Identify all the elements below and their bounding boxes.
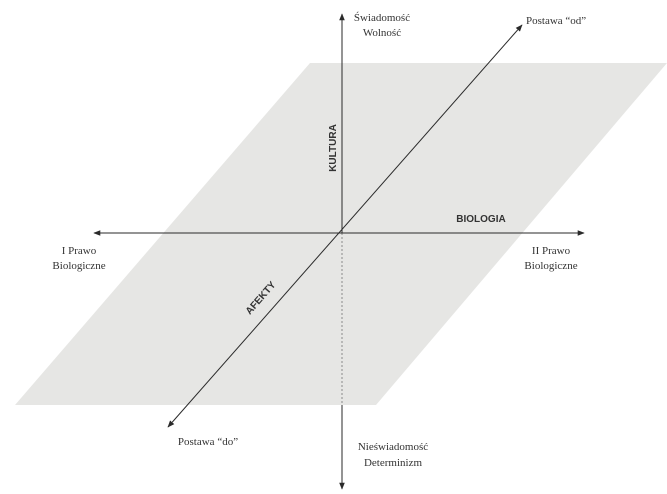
biology-plane bbox=[15, 63, 667, 405]
label-biologiczne-left: Biologiczne bbox=[52, 260, 105, 272]
label-biologiczne-right: Biologiczne bbox=[524, 260, 577, 272]
label-i-prawo: I Prawo bbox=[62, 245, 97, 257]
label-nieswiadomosc: Nieświadomość bbox=[358, 441, 428, 453]
label-postawa-do: Postawa “do” bbox=[178, 436, 238, 448]
label-kultura: KULTURA bbox=[328, 124, 339, 172]
label-postawa-od: Postawa “od” bbox=[526, 15, 586, 27]
label-wolnosc: Wolność bbox=[363, 27, 401, 39]
label-swiadomosc: Świadomość bbox=[354, 12, 410, 24]
label-determinizm: Determinizm bbox=[364, 457, 422, 469]
label-biologia: BIOLOGIA bbox=[456, 214, 505, 225]
diagonal-axis bbox=[167, 24, 523, 428]
label-ii-prawo: II Prawo bbox=[532, 245, 571, 257]
